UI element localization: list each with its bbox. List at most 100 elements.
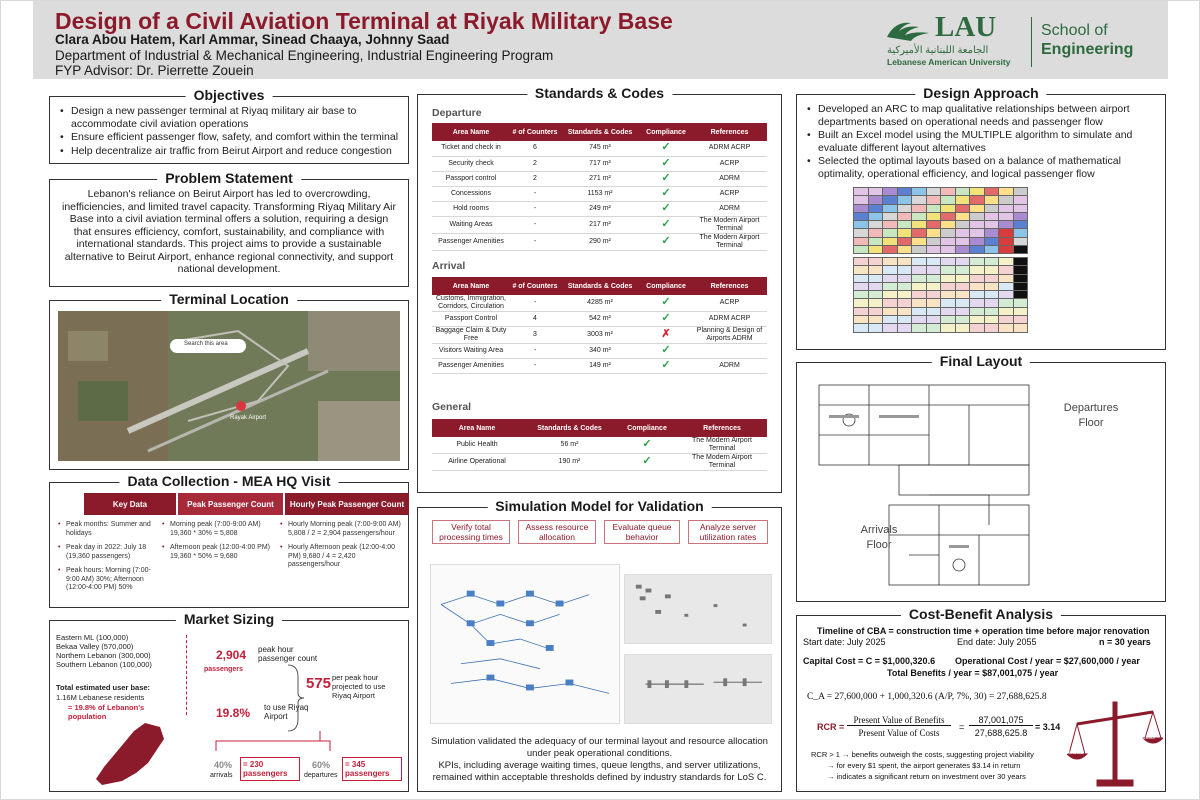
standards-panel: Standards & Codes Departure Area Name# o… xyxy=(417,85,782,493)
map-search-box[interactable]: Search this area xyxy=(184,341,228,347)
map-pin-label: Rayak Airport xyxy=(230,415,267,421)
check-icon: ✓ xyxy=(661,344,671,356)
dc-col-hourly: Hourly Morning peak (7:00-9:00 AM) 5,808… xyxy=(280,521,402,576)
check-icon: ✓ xyxy=(661,234,671,247)
location-title: Terminal Location xyxy=(161,291,297,307)
poster-title: Design of a Civil Aviation Terminal at R… xyxy=(55,8,673,34)
market-split-lines xyxy=(215,731,331,751)
cba-start: Start date: July 2025 xyxy=(803,637,886,647)
cba-rcr-v1: 87,001,075 xyxy=(969,715,1033,726)
lebanon-map-icon xyxy=(96,723,164,785)
table-row: Passenger Amenities-290 m²✓The Modern Ai… xyxy=(432,233,767,251)
objectives-list: Design a new passenger terminal at Riyaq… xyxy=(60,105,402,158)
datacollection-title: Data Collection - MEA HQ Visit xyxy=(119,473,339,489)
cba-rcr-label: RCR = xyxy=(817,722,845,732)
satellite-map[interactable]: Search this area Rayak Airport xyxy=(58,311,400,461)
cba-capital: Capital Cost = C = $1,000,320.6 xyxy=(803,656,936,666)
market-arr-label: arrivals xyxy=(210,772,233,779)
scale-costs-label: Costs xyxy=(1142,735,1155,741)
simulation-flow-diagram xyxy=(430,564,620,724)
sim-text-2: KPIs, including average waiting times, q… xyxy=(432,760,767,783)
table-row: Concessions-1153 m²✓ACRP xyxy=(432,186,767,202)
market-title: Market Sizing xyxy=(175,611,283,627)
final-layout-panel: Final Layout Departures Floor Arrivals F… xyxy=(796,353,1166,602)
market-pct: 19.8% xyxy=(216,706,251,720)
market-575-desc: per peak hour projected to use Riyaq Air… xyxy=(332,673,386,700)
cba-rcr-result: = 3.14 xyxy=(1035,722,1061,732)
market-dep-value: = 345 passengers xyxy=(342,757,402,781)
check-icon: ✓ xyxy=(661,201,671,214)
lau-university: Lebanese American University xyxy=(887,57,1011,67)
header-banner: Design of a Civil Aviation Terminal at R… xyxy=(33,1,1168,79)
check-icon: ✓ xyxy=(642,438,652,450)
check-icon: ✓ xyxy=(661,171,671,184)
problem-panel: Problem Statement Lebanon's reliance on … xyxy=(49,170,409,287)
cba-conclusion-3: → indicates a significant return on inve… xyxy=(827,772,1026,781)
market-regions: Eastern ML (100,000)Bekaa Valley (570,00… xyxy=(56,633,152,669)
departure-label: Departure xyxy=(432,107,482,119)
market-base-label: Total estimated user base: xyxy=(56,683,151,692)
table-row: Customs, Immigration, Corridors, Circula… xyxy=(432,295,767,312)
cba-end: End date: July 2055 xyxy=(957,637,1037,647)
check-icon: ✓ xyxy=(661,156,671,169)
problem-text: Lebanon's reliance on Beirut Airport has… xyxy=(62,188,396,275)
cba-conclusion-2: → for every $1 spent, the airport genera… xyxy=(827,761,1021,770)
cba-operational: Operational Cost / year = $27,600,000 / … xyxy=(955,656,1140,666)
balance-scale-icon xyxy=(1067,701,1163,787)
floor-plan-drawing xyxy=(818,384,1030,586)
scale-benefits-label: Benefits xyxy=(1065,750,1084,756)
market-2904-unit: passengers xyxy=(204,666,243,673)
lau-cedar-icon xyxy=(887,22,929,41)
table-row: Hold rooms-249 m²✓ADRM xyxy=(432,201,767,217)
market-575: 575 xyxy=(306,675,332,692)
department: Department of Industrial & Mechanical En… xyxy=(55,48,554,63)
market-base-value: 1.16M Lebanese residents xyxy=(56,693,145,702)
dc-header-peak: Peak Passenger Count xyxy=(178,493,283,515)
cba-timeline: Timeline of CBA = construction time + op… xyxy=(817,626,1150,636)
cba-rcr-v2: 27,688,625.8 xyxy=(974,728,1028,738)
design-panel: Design Approach Developed an ARC to map … xyxy=(796,85,1166,350)
check-icon: ✓ xyxy=(661,359,671,371)
cba-n: n = 30 years xyxy=(1099,637,1151,647)
cba-conclusion-1: RCR > 1 → benefits outweigh the costs, s… xyxy=(811,750,1034,759)
check-icon: ✓ xyxy=(661,186,671,199)
sim-text-1: Simulation validated the adequacy of our… xyxy=(431,736,768,759)
check-icon: ✓ xyxy=(661,217,671,230)
cba-title: Cost-Benefit Analysis xyxy=(900,606,1062,622)
dc-col-keydata: Peak months: Summer and holidaysPeak day… xyxy=(58,521,153,599)
objective-item: Design a new passenger terminal at Riyaq… xyxy=(60,105,402,130)
sim-pill-verify: Verify total processing times xyxy=(432,520,510,544)
check-icon: ✓ xyxy=(661,312,671,324)
market-brace xyxy=(287,664,305,732)
simulation-title: Simulation Model for Validation xyxy=(487,498,712,514)
lau-arabic: الجامعة اللبنانية الأميركية xyxy=(887,45,989,56)
cba-rcr-den: Present Value of Costs xyxy=(858,728,940,738)
cba-equals: = xyxy=(959,722,965,732)
cross-icon: ✗ xyxy=(661,328,671,340)
market-dep-label: departures xyxy=(304,772,338,779)
market-base-pct: = 19.8% of Lebanon's population xyxy=(68,703,145,721)
cba-benefits: Total Benefits / year = $87,001,075 / ye… xyxy=(887,668,1059,678)
datacollection-panel: Data Collection - MEA HQ Visit Key Data … xyxy=(49,473,409,608)
advisor: FYP Advisor: Dr. Pierrette Zouein xyxy=(55,63,254,78)
table-row: Passenger Amenities-149 m²✓ADRM xyxy=(432,358,767,374)
cba-panel: Cost-Benefit Analysis Timeline of CBA = … xyxy=(796,606,1166,792)
dc-header-ribbon: Key Data Peak Passenger Count Hourly Pea… xyxy=(84,493,409,515)
objectives-panel: Objectives Design a new passenger termin… xyxy=(49,87,409,164)
layout-grid-1 xyxy=(853,186,1028,255)
layout-grid-2 xyxy=(853,256,1028,333)
design-item: Developed an ARC to map qualitative rela… xyxy=(807,103,1159,128)
lau-logo: LAU الجامعة اللبنانية الأميركية Lebanese… xyxy=(885,11,1145,71)
objective-item: Ensure efficient passenger flow, safety,… xyxy=(60,131,402,144)
